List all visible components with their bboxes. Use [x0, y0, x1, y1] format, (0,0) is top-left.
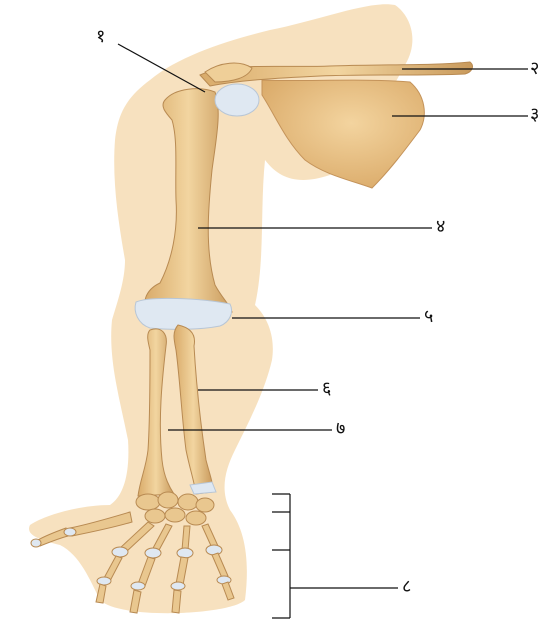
- label-1: १: [96, 28, 105, 46]
- label-2: २: [530, 60, 539, 78]
- label-3: ३: [530, 106, 539, 124]
- label-8: ८: [402, 578, 411, 596]
- label-5: ५: [424, 308, 433, 326]
- humeral-head-cartilage: [215, 84, 259, 116]
- label-4: ४: [436, 218, 445, 236]
- hand-bracket: [272, 494, 290, 618]
- elbow-cartilage: [135, 298, 231, 329]
- label-6: ६: [322, 380, 331, 398]
- label-7: ७: [336, 420, 345, 438]
